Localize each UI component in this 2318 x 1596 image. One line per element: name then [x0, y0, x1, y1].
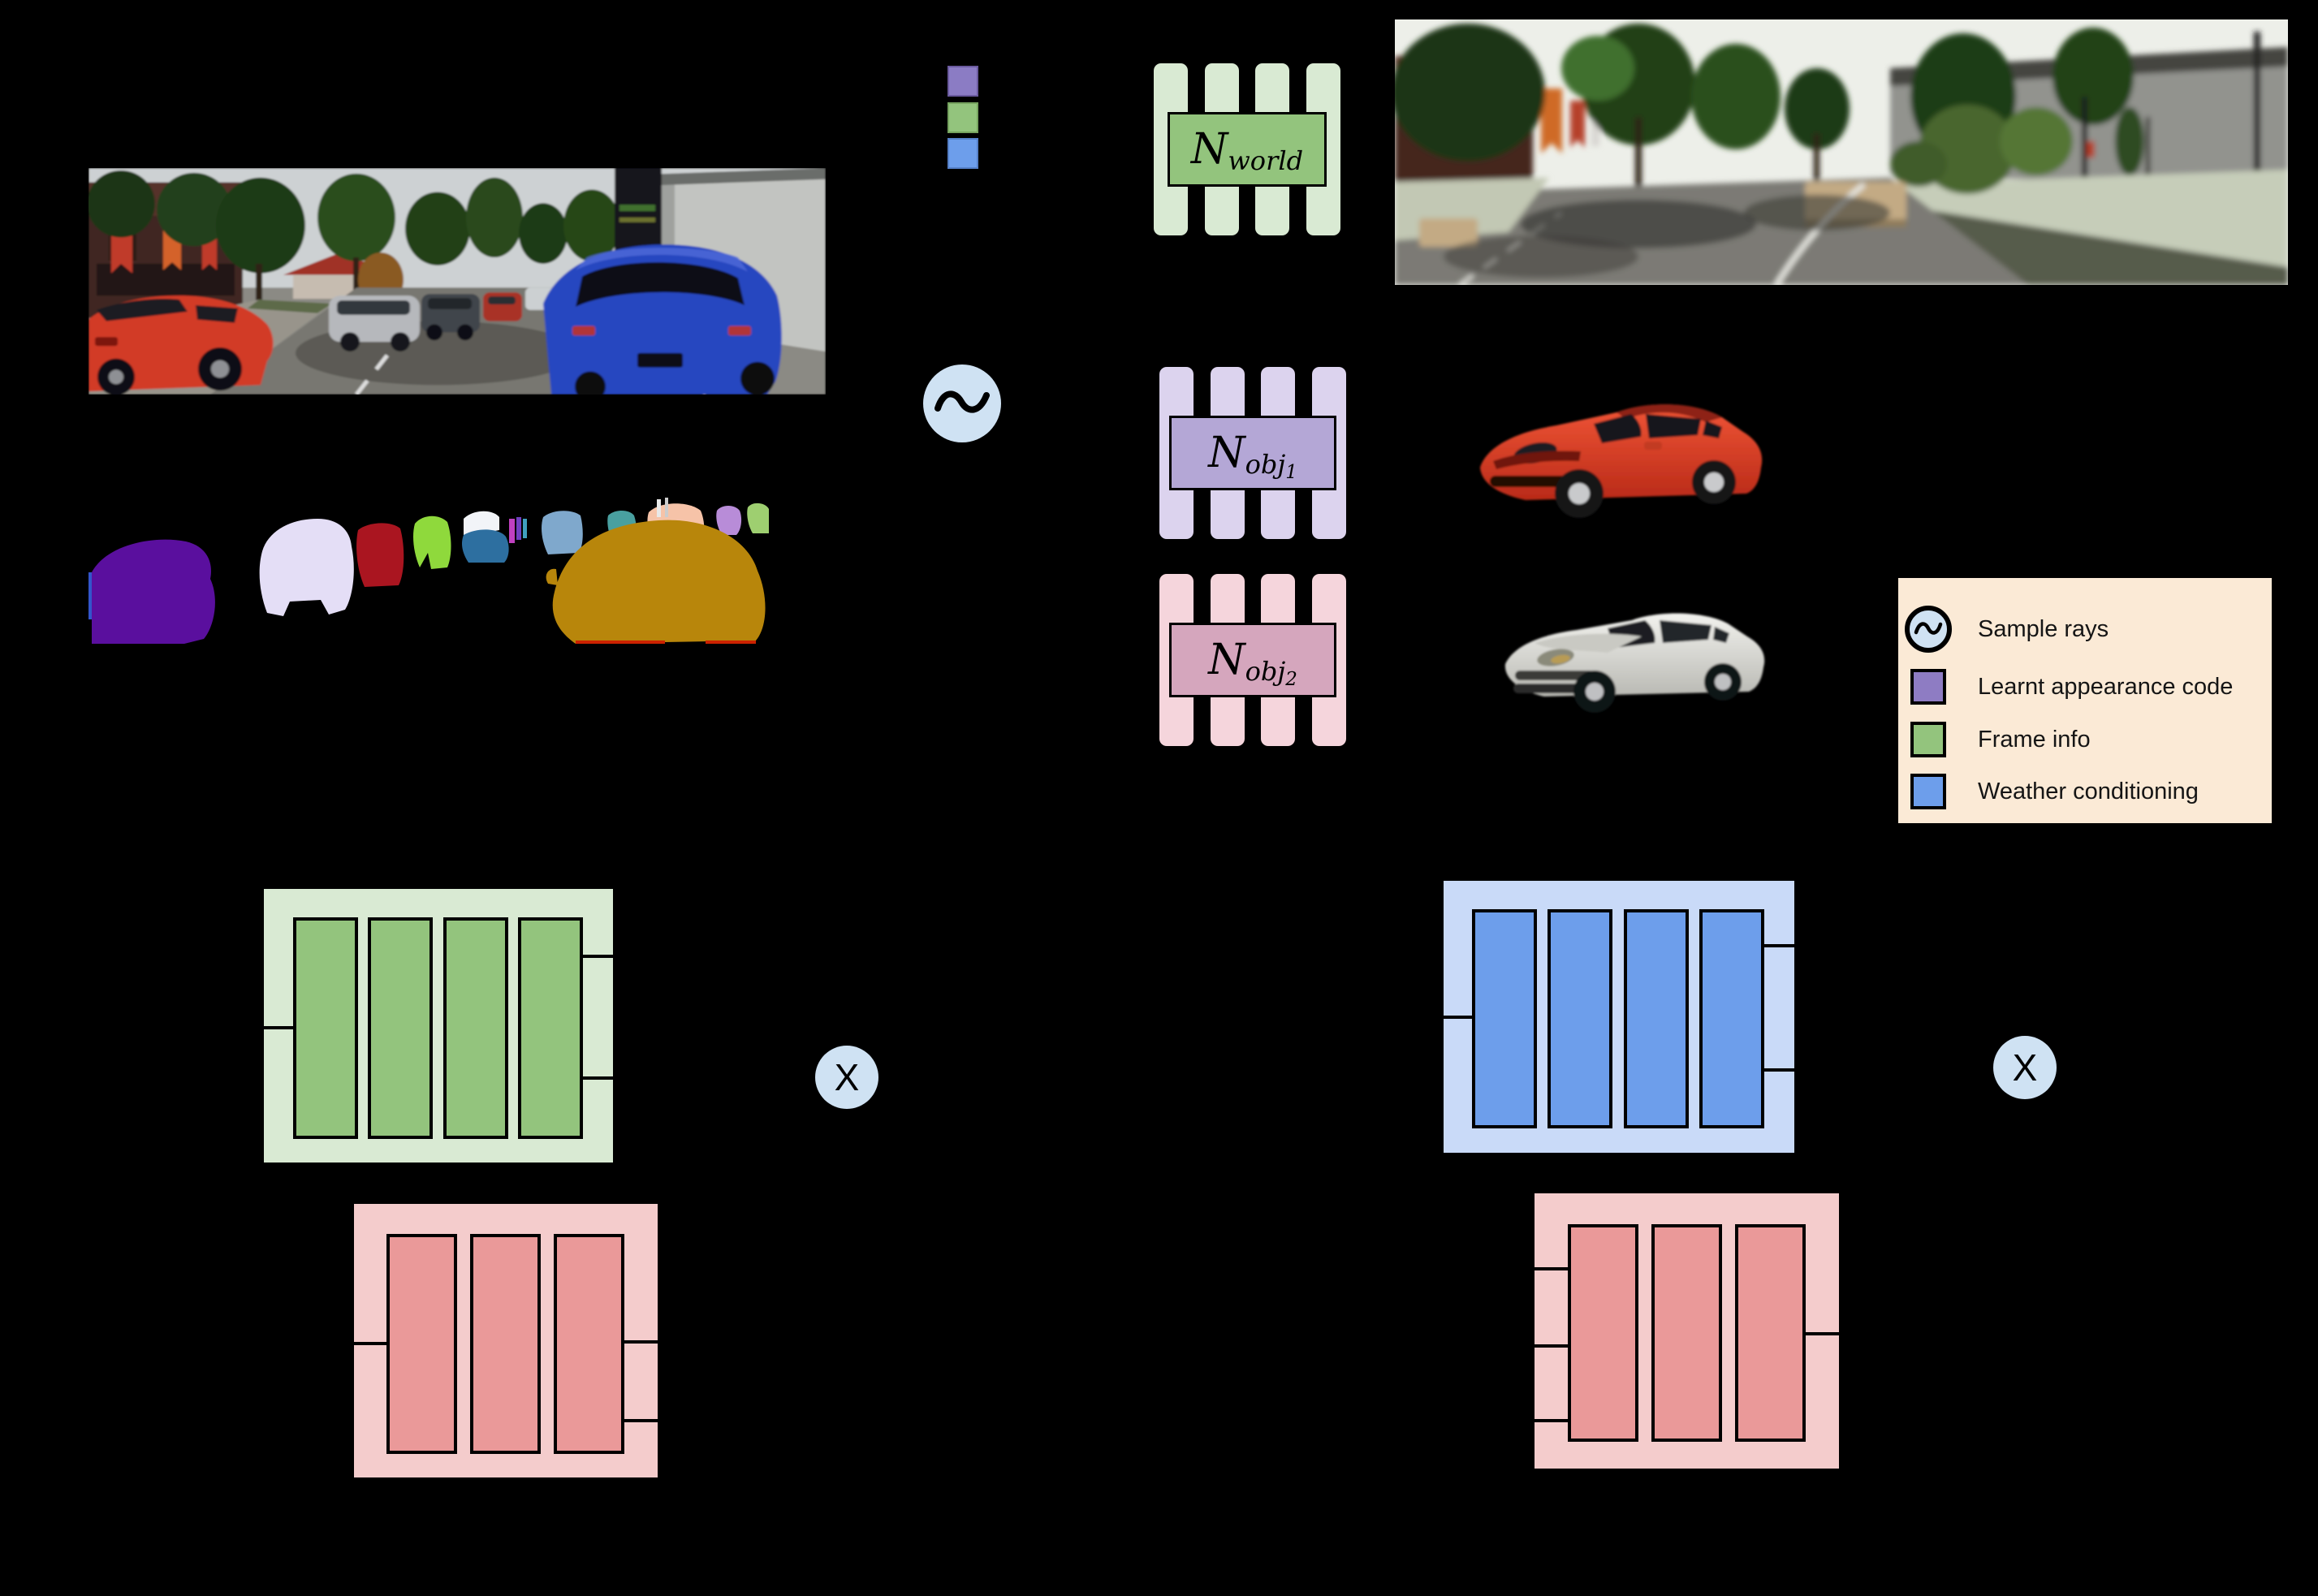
input-connector-line [1532, 1419, 1569, 1422]
network-subscript-index: 1 [1285, 461, 1297, 483]
mask-car-steelblue [542, 511, 583, 554]
condition-codes-stack [947, 66, 978, 171]
network-subscript: world [1228, 145, 1304, 176]
input-scene-image [88, 168, 826, 395]
rendered-scene-art [1395, 19, 2288, 285]
rendered-obj1-image [1457, 372, 1782, 526]
mlp-layer-bar [386, 1234, 457, 1454]
input-scene-art [88, 168, 826, 395]
mlp-layer-bar [1624, 909, 1689, 1128]
input-connector-line [1532, 1267, 1569, 1270]
frame-info-swatch [1910, 722, 1946, 757]
object-mlp-block-left [352, 1201, 660, 1480]
mlp-layer-bar [1735, 1224, 1806, 1442]
appearance-code-square [947, 66, 978, 97]
parked-dark-car [421, 294, 480, 341]
mlp-layer-bar [1547, 909, 1612, 1128]
mask-car-goldenrod [552, 520, 766, 644]
instance-mask-image [88, 494, 769, 644]
legend-label: Sample rays [1978, 615, 2109, 642]
mlp-layer-bar [368, 917, 433, 1139]
output-connector-line [623, 1419, 660, 1422]
weather-conditioning-swatch [1910, 774, 1946, 809]
rendered-obj2-image [1486, 586, 1802, 716]
sample-rays-node [923, 364, 1001, 442]
output-connector-line [583, 1076, 615, 1080]
mlp-layer-bar [554, 1234, 624, 1454]
network-subscript-index: 2 [1285, 668, 1297, 690]
sine-wave-icon [935, 390, 990, 413]
legend-row-appearance-code: Learnt appearance code [1905, 663, 2265, 710]
output-connector-line [1764, 1068, 1797, 1072]
mlp-layer-bar [470, 1234, 541, 1454]
rendered-red-car-art [1480, 404, 1763, 518]
rendered-white-car-art [1504, 613, 1765, 713]
mlp-layer-bar [443, 917, 508, 1139]
parked-silver-suv [329, 295, 420, 352]
network-subscript: obj [1245, 449, 1286, 480]
input-connector-line [1532, 1344, 1569, 1348]
mlp-layer-bar [1472, 909, 1537, 1128]
rendered-scene-image [1395, 19, 2288, 285]
output-connector-line [1804, 1332, 1841, 1335]
mask-car-blue [462, 529, 509, 563]
network-symbol: N [1190, 125, 1228, 174]
blue-hatchback [543, 244, 782, 395]
sine-wave-icon [1914, 622, 1943, 635]
legend-icon-cell [1905, 722, 1952, 757]
mask-car-purple [92, 539, 215, 644]
legend-label: Frame info [1978, 726, 2091, 753]
multiply-symbol: X [834, 1056, 860, 1098]
input-connector-line [1441, 1016, 1474, 1019]
input-connector-line [261, 1026, 294, 1029]
legend-box: Sample rays Learnt appearance code Frame… [1898, 578, 2272, 823]
multiply-node-right: X [1993, 1036, 2057, 1099]
legend-icon-cell [1905, 669, 1952, 705]
mask-car-green [413, 515, 451, 569]
network-symbol: N [1208, 636, 1245, 684]
legend-icon-cell [1905, 774, 1952, 809]
weather-mlp-block [1441, 878, 1797, 1155]
mask-car-darkred [356, 523, 404, 587]
input-connector-line [352, 1342, 387, 1345]
output-connector-line [623, 1340, 660, 1344]
object-mlp-block-right [1532, 1191, 1841, 1471]
legend-row-weather: Weather conditioning [1905, 768, 2265, 815]
mlp-layer-bar [518, 917, 583, 1139]
mlp-layer-bar [1568, 1224, 1638, 1442]
multiply-symbol: X [2012, 1046, 2038, 1089]
mlp-layer-bar [1699, 909, 1764, 1128]
multiply-node-left: X [815, 1046, 878, 1109]
legend-label: Weather conditioning [1978, 778, 2199, 804]
weather-code-square [947, 138, 978, 169]
legend-label: Learnt appearance code [1978, 673, 2234, 700]
network-symbol: N [1208, 429, 1245, 477]
legend-row-sample-rays: Sample rays [1905, 606, 2265, 653]
frame-info-square [947, 102, 978, 133]
mlp-layer-bar [293, 917, 358, 1139]
output-connector-line [583, 955, 615, 958]
red-sedan [88, 295, 274, 395]
mlp-layer-bar [1651, 1224, 1722, 1442]
mask-car-lavender [259, 519, 354, 616]
appearance-code-swatch [1910, 669, 1946, 705]
legend-icon-cell [1905, 606, 1952, 653]
instance-mask-art [88, 494, 769, 644]
legend-row-frame-info: Frame info [1905, 716, 2265, 763]
sample-rays-icon [1905, 606, 1952, 653]
network-subscript: obj [1245, 656, 1286, 687]
output-connector-line [1764, 944, 1797, 947]
frame-info-mlp-block [261, 886, 615, 1165]
